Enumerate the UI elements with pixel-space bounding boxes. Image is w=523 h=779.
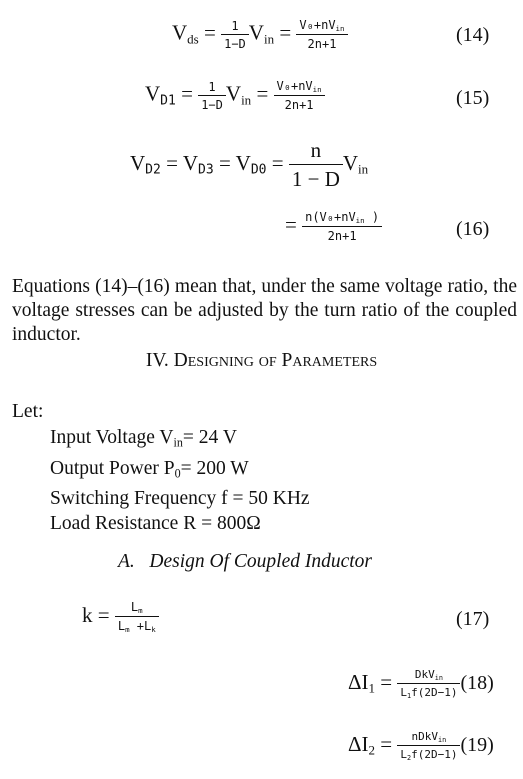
equation-number-15: (15) — [456, 87, 490, 109]
equation-number-19: (19) — [460, 733, 494, 756]
parameter-list: Input Voltage Vin= 24 V Output Power P0=… — [50, 425, 310, 536]
equation-number-16: (16) — [456, 218, 490, 240]
fraction-15a: 1 1−D — [198, 80, 226, 112]
equation-number-14: (14) — [456, 24, 490, 46]
equation-19: ΔI2 = nDkVin L2f(2D−1) (19) — [348, 730, 494, 763]
param-input-voltage: Input Voltage Vin= 24 V — [50, 427, 237, 450]
equation-14: Vds = 1 1−D Vin = V₀+nVin 2n+1 — [172, 18, 348, 51]
fraction-19: nDkVin L2f(2D−1) — [397, 730, 461, 762]
fraction-14b: V₀+nVin 2n+1 — [296, 18, 348, 51]
equation-17: k = Lm Lm +Lk — [82, 600, 159, 634]
param-load-resistance: Load Resistance R = 800Ω — [50, 513, 261, 535]
equation-15: VD1 = 1 1−D Vin = V₀+nVin 2n+1 — [145, 79, 325, 112]
let-label: Let: — [12, 401, 44, 422]
param-switching-frequency: Switching Frequency f = 50 KHz — [50, 488, 310, 510]
fraction-18: DkVin L1f(2D−1) — [397, 668, 461, 700]
subsection-heading: A. Design Of Coupled Inductor — [118, 551, 373, 572]
section-heading: IV. Designing of Parameters — [145, 350, 378, 371]
body-paragraph: Equations (14)–(16) mean that, under the… — [12, 276, 517, 345]
equation-number-18: (18) — [460, 671, 494, 694]
equation-16-line2: = n(V₀+nVin ) 2n+1 — [285, 210, 383, 243]
fraction-14a: 1 1−D — [221, 19, 249, 51]
equation-16-line1: VD2 = VD3 = VD0 = n 1 − D Vin — [130, 138, 369, 192]
fraction-15b: V₀+nVin 2n+1 — [273, 79, 325, 112]
equation-18: ΔI1 = DkVin L1f(2D−1) (18) — [348, 668, 494, 701]
equation-number-17: (17) — [456, 608, 490, 630]
fraction-16a: n 1 − D — [288, 138, 343, 192]
param-output-power: Output Power P0= 200 W — [50, 457, 249, 481]
fraction-17: Lm Lm +Lk — [114, 600, 159, 634]
fraction-16b: n(V₀+nVin ) 2n+1 — [302, 210, 383, 243]
